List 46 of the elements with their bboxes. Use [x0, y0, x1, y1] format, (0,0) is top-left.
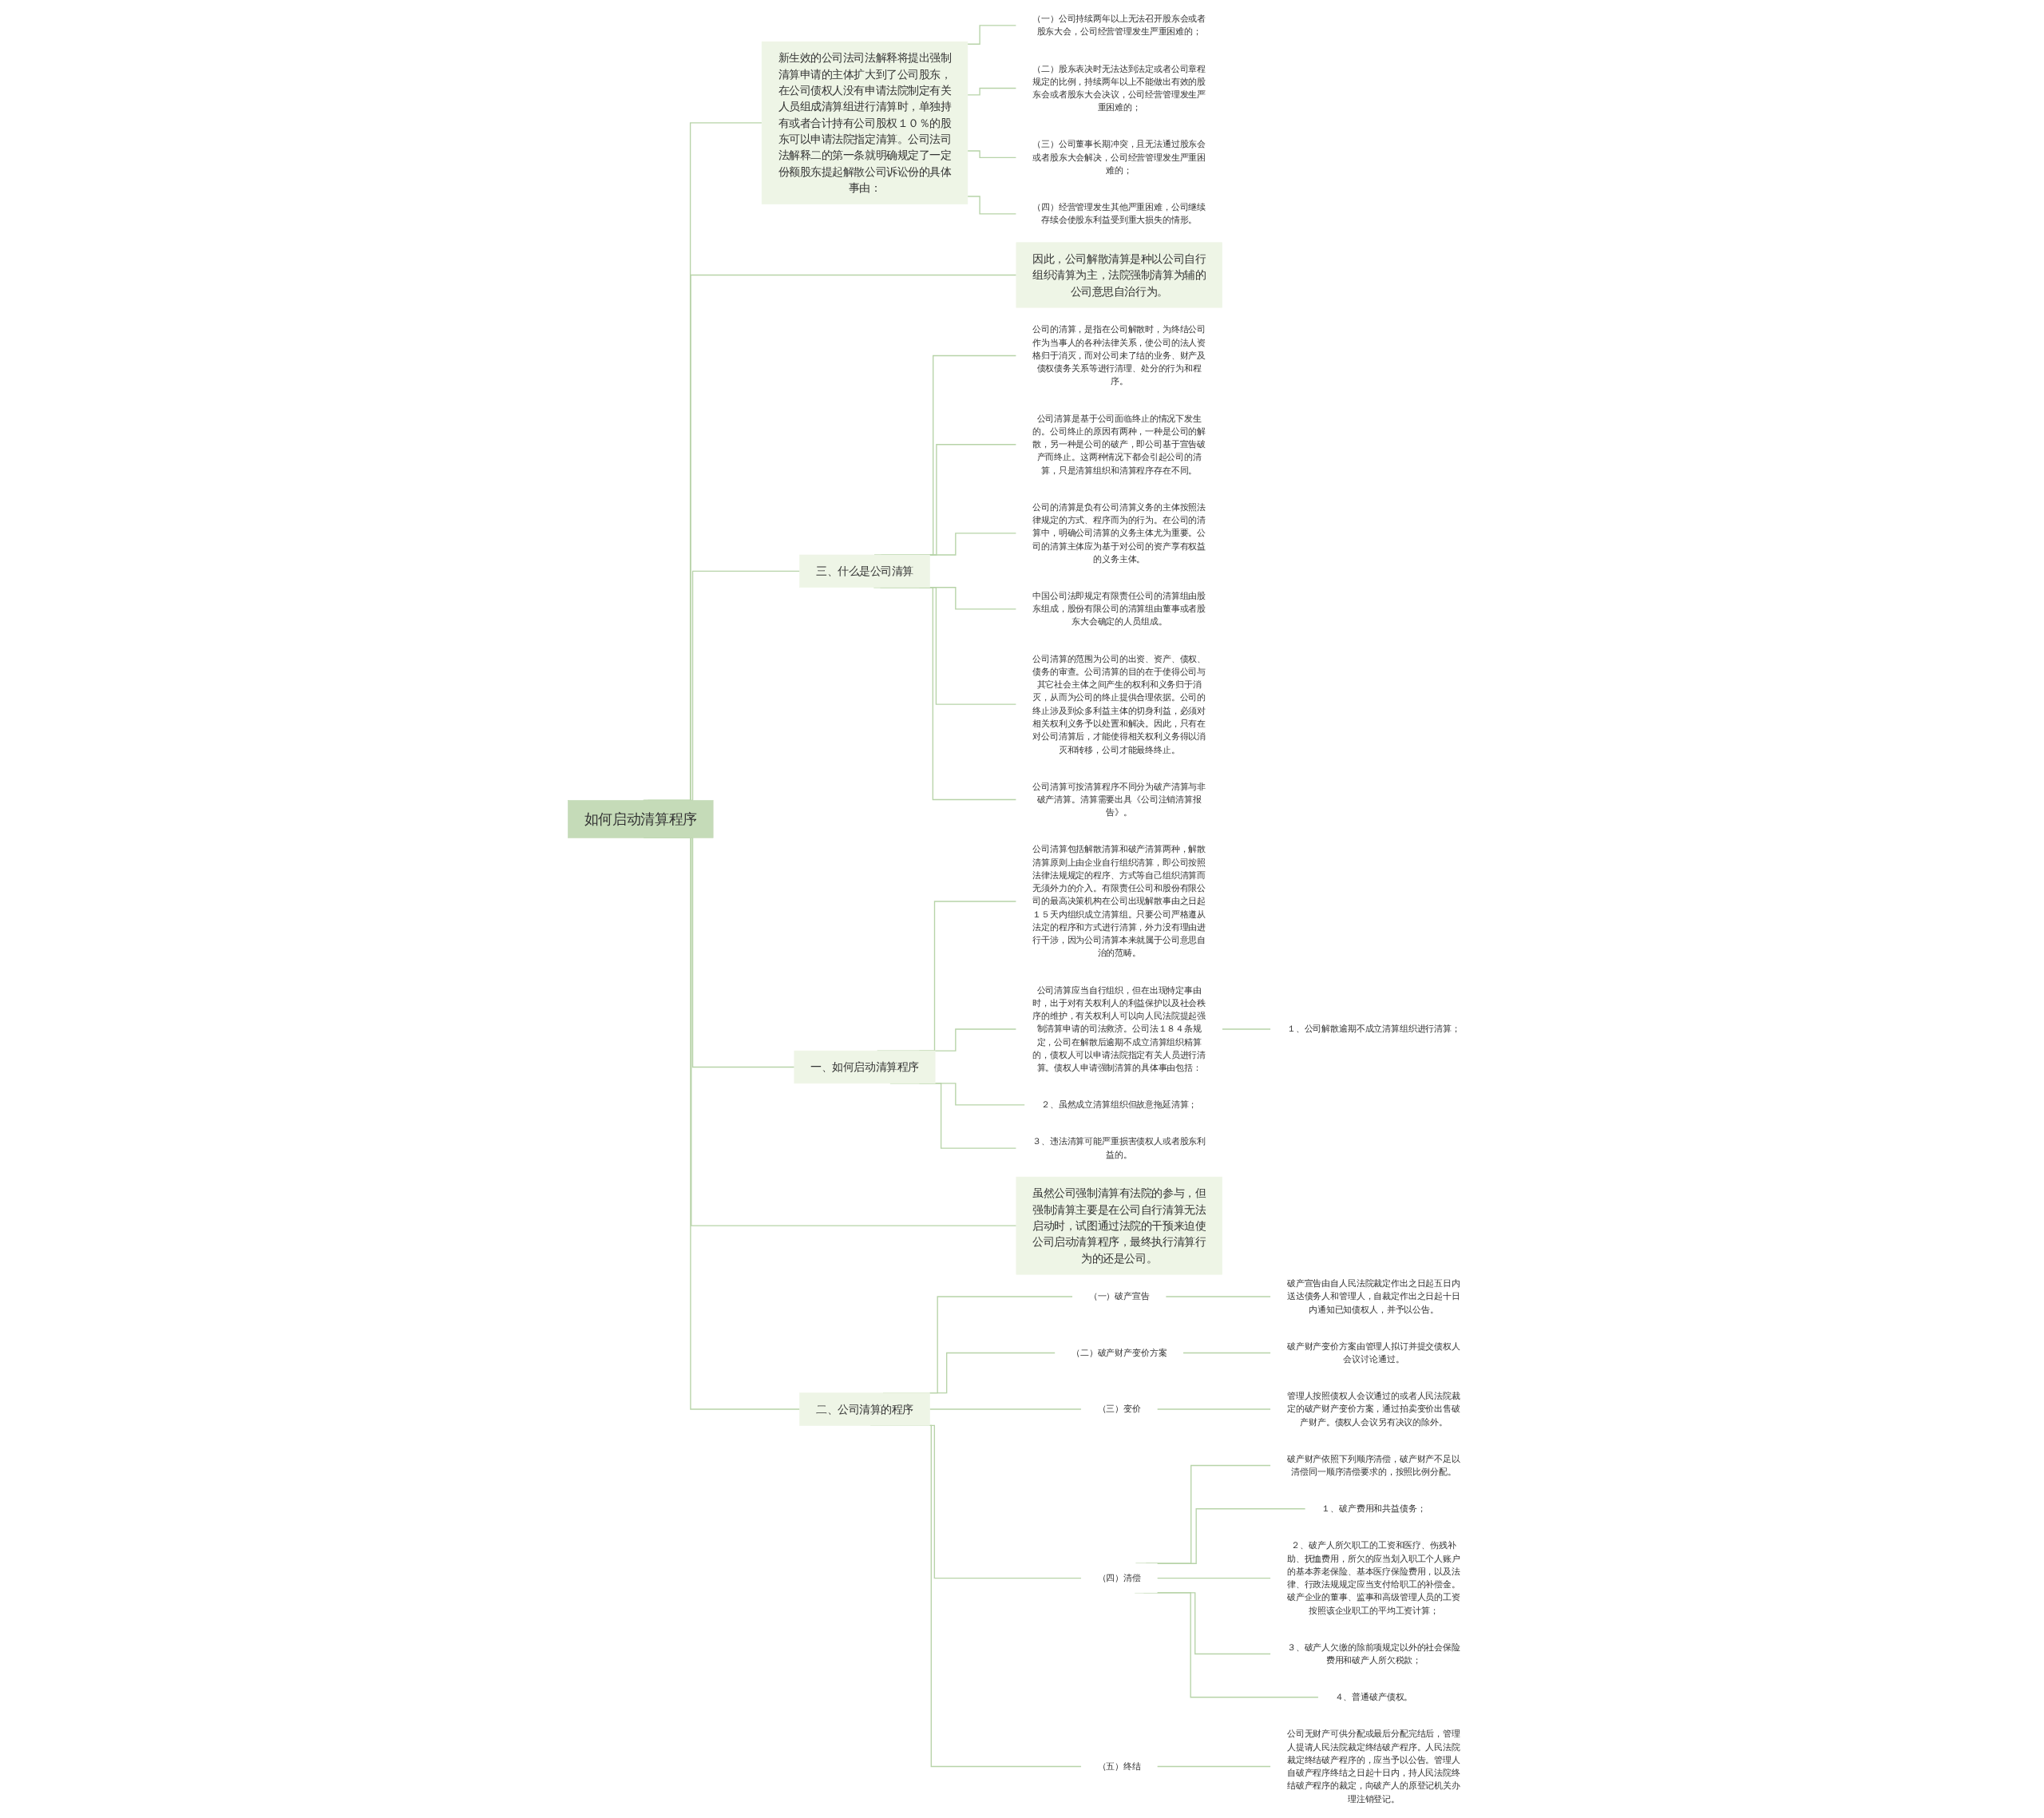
- connector: [929, 1408, 1082, 1410]
- node-box: 如何启动清算程序: [567, 800, 714, 838]
- node-text: （五）终结: [1097, 1761, 1141, 1772]
- node-text: 公司无财产可供分配或最后分配完结后，管理人提请人民法院裁定终结破产程序。人民法院裁定终结破产程序的，应当予以公告。管理人自破产程序终结之日起十日内，持人民法院终结破产程序的裁定，向破产人的原登记机关办理注销登记。: [1286, 1729, 1460, 1804]
- node-text: 破产财产依照下列顺序清偿，破产财产不足以清偿同一顺序清偿要求的，按照比例分配。: [1286, 1453, 1460, 1477]
- connector: [1182, 1352, 1271, 1354]
- node-box: 三、什么是公司清算: [798, 554, 930, 588]
- node-text: 公司清算包括解散清算和破产清算两种，解散清算原则上由企业自行组织清算，即公司按照法律法规规定的程序、方式等自己组织清算而无须外力的介入。有限责任公司和股份有限公司的最高决策机构在公司出现解散事由之日起１５天内组织成立清算组。只要公司严格遵从法定的程序和方式进行清算，外力没有理由进行干涉，因为公司清算本来就属于公司意思自治的范畴。: [1032, 844, 1206, 959]
- node-text: ２、虽然成立清算组织但故意拖延清算；: [1040, 1099, 1198, 1111]
- connector: [1156, 1408, 1271, 1410]
- node-text: 管理人按照债权人会议通过的或者人民法院裁定的破产财产变价方案，通过拍卖变价出售破产财产。债权人会议另有决议的除外。: [1286, 1390, 1460, 1428]
- node-text: 公司清算应当自行组织，但在出现特定事由时，出于对有关权利人的利益保护以及社会秩序的维护，有关权利人可以向人民法院提起强制清算申请的司法救济。公司法１８４条规定，公司在解散后逾期不成立清算组织精算的，债权人可以申请法院指定有关人员进行清算。债权人申请强制清算的具体事由包括：: [1032, 984, 1206, 1073]
- node-text: ２、破产人所欠职工的工资和医疗、伤残补助、抚恤费用，所欠的应当划入职工个人账户的基本养老保险、基本医疗保险费用，以及法律、行政法规规定应当支付给职工的补偿金。破产企业的董事、监事和高级管理人员的工资按照该企业职工的平均工资计算；: [1286, 1540, 1460, 1616]
- node-text: 公司的清算是负有公司清算义务的主体按照法律规定的方式、程序而为的行为。在公司的清算中，明确公司清算的义务主体尤为重要。公司的清算主体应为基于对公司的资产享有权益的义务主体。: [1032, 501, 1206, 564]
- node-text: 公司清算是基于公司面临终止的情况下发生的。公司终止的原因有两种，一种是公司的解散，另一种是公司的破产，即公司基于宣告破产而终止。这两种情况下都会引起公司的清算，只是清算组织和清算程序存在不同。: [1032, 413, 1206, 476]
- node-text: （三）变价: [1097, 1404, 1141, 1415]
- node-box: 因此，公司解散清算是种以公司自行组织清算为主，法院强制清算为辅的公司意思自治行为。: [1016, 242, 1222, 308]
- node-box: 二、公司清算的程序: [798, 1392, 930, 1426]
- node-text: ４、普通破产债权。: [1334, 1691, 1412, 1702]
- node-text: １、公司解散逾期不成立清算组织进行清算；: [1286, 1024, 1460, 1035]
- connector: [1165, 1296, 1271, 1297]
- node-text: 破产财产变价方案由管理人拟订并提交债权人会议讨论通过。: [1286, 1341, 1460, 1364]
- connector: [1156, 1577, 1271, 1579]
- node-text: 公司清算的范围为公司的出资、资产、债权、债务的审查。公司清算的目的在于使得公司与其它社会主体之间产生的权利和义务归于消灭，从而为公司的终止提供合理依据。公司的终止涉及到众多利益主体的切身利益，必须对相关权利义务予以处置和解决。因此，只有在对公司清算后，才能使得相关权利义务得以消灭和转移，公司才能最终终止。: [1032, 653, 1206, 755]
- node-text: （一）破产宣告: [1088, 1291, 1150, 1302]
- node-text: （二）破产财产变价方案: [1071, 1347, 1167, 1358]
- connector: [966, 25, 1017, 45]
- node-box: 虽然公司强制清算有法院的参与，但强制清算主要是在公司自行清算无法启动时，试图通过法院的干预来迫使公司启动清算程序，最终执行清算行为的还是公司。: [1016, 1176, 1222, 1275]
- connector: [1221, 1028, 1271, 1030]
- connector: [966, 150, 1017, 158]
- node-text: （一）公司持续两年以上无法召开股东会或者股东大会，公司经营管理发生严重困难的；: [1032, 13, 1206, 38]
- node-text: ３、违法清算可能严重损害债权人或者股东利益的。: [1032, 1136, 1206, 1160]
- node-text: 破产宣告由自人民法院裁定作出之日起五日内送达债务人和管理人，自裁定作出之日起十日内通知已知债权人，并予以公告。: [1286, 1277, 1460, 1315]
- node-box: 新生效的公司法司法解释将提出强制清算申请的主体扩大到了公司股东，在公司债权人没有申请法院制定有关人员组成清算组进行清算时，单独持有或者合计持有公司股权１０％的股东可以申请法院指定清算。公司法司法解释二的第一条就明确规定了一定份额股东提起解散公司诉讼份的具体事由：: [761, 41, 968, 204]
- node-text: （四）经营管理发生其他严重困难，公司继续存续会使股东利益受到重大损失的情形。: [1032, 201, 1206, 226]
- node-text: 中国公司法即规定有限责任公司的清算组由股东组成，股份有限公司的清算组由董事或者股东大会确定的人员组成。: [1032, 590, 1206, 628]
- connector: [966, 87, 1017, 96]
- node-box: 一、如何启动清算程序: [794, 1050, 936, 1084]
- node-text: （二）股东表决时无法达到法定或者公司章程规定的比例，持续两年以上不能做出有效的股东会或者股东大会决议，公司经营管理发生严重困难的；: [1032, 63, 1206, 113]
- connector: [1156, 1765, 1271, 1768]
- node-text: １、破产费用和共益债务；: [1321, 1503, 1426, 1514]
- node-text: 公司清算可按清算程序不同分为破产清算与非破产清算。清算需要出具《公司注销清算报告》。: [1032, 781, 1206, 818]
- node-text: ３、破产人欠缴的除前项规定以外的社会保险费用和破产人所欠税款；: [1286, 1642, 1460, 1666]
- node-text: （三）公司董事长期冲突，且无法通过股东会或者股东大会解决，公司经营管理发生严重困难的；: [1032, 139, 1206, 176]
- node-text: 公司的清算，是指在公司解散时，为终结公司作为当事人的各种法律关系，使公司的法人资格归于消灭，而对公司未了结的业务、财产及债权债务关系等进行清理、处分的行为和程序。: [1032, 324, 1206, 387]
- connector: [966, 196, 1017, 215]
